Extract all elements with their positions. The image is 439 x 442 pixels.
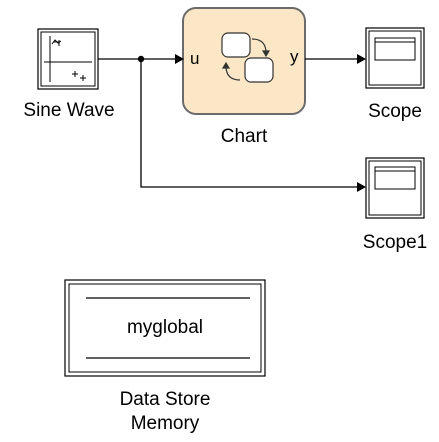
scope1-block[interactable] — [365, 157, 425, 219]
stateflow-icon — [221, 32, 274, 83]
data-store-memory-block[interactable] — [64, 279, 266, 377]
chart-output-port-label: y — [290, 47, 299, 66]
branch-point — [137, 55, 145, 63]
scope1-label[interactable]: Scope1 — [362, 232, 428, 253]
data-store-label-line1[interactable]: Data Store — [119, 389, 211, 410]
sine-wave-icon — [44, 36, 92, 82]
data-store-name: myglobal — [126, 317, 204, 338]
arrowhead-scope1 — [357, 182, 366, 192]
sine-wave-block[interactable] — [37, 28, 99, 90]
sine-wave-label[interactable]: Sine Wave — [23, 100, 115, 121]
chart-label[interactable]: Chart — [220, 126, 268, 147]
arrowhead-scope — [357, 54, 366, 64]
data-store-label-line2[interactable]: Memory — [130, 413, 200, 434]
chart-block[interactable] — [182, 7, 306, 115]
scope-screen-icon — [374, 37, 416, 61]
arrowhead-chart — [175, 54, 184, 64]
signal-line-branch-to-scope1[interactable] — [140, 59, 358, 188]
scope-label[interactable]: Scope — [368, 101, 422, 122]
chart-input-port-label: u — [190, 49, 200, 68]
scope1-screen-icon — [374, 166, 416, 190]
scope-block[interactable] — [365, 27, 425, 89]
